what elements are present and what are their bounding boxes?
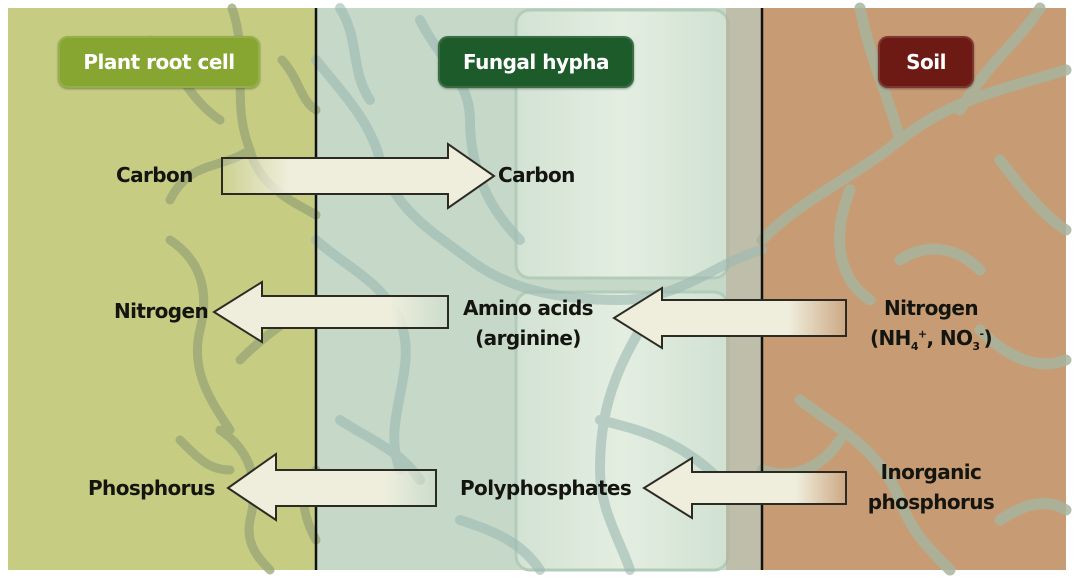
formula-mid: , NO [927, 326, 973, 350]
amino-acids-line1: Amino acids [450, 293, 606, 323]
soil-nitrogen-label: Nitrogen (NH4+, NO3-) [856, 293, 1006, 353]
plant-carbon-label: Carbon [116, 160, 193, 190]
soil-header: Soil [878, 36, 974, 88]
plant-phosphorus-label: Phosphorus [88, 473, 215, 503]
formula-open: (NH [870, 326, 911, 350]
amino-acids-label: Amino acids (arginine) [450, 293, 606, 353]
plant-root-cell-header: Plant root cell [58, 36, 260, 88]
fungal-hypha-title: Fungal hypha [463, 50, 609, 74]
polyphosphates-label: Polyphosphates [460, 473, 631, 503]
plant-root-cell-title: Plant root cell [83, 50, 234, 74]
soil-title: Soil [906, 50, 946, 74]
amino-acids-line2: (arginine) [450, 323, 606, 353]
formula-sup1: + [918, 327, 927, 340]
formula-sub1: 4 [911, 340, 918, 353]
soil-nitrogen-line1: Nitrogen [856, 293, 1006, 323]
inorganic-phosphorus-label: Inorganic phosphorus [852, 457, 1010, 517]
inorganic-phosphorus-line1: Inorganic [852, 457, 1010, 487]
formula-sub2: 3 [972, 340, 979, 353]
fungal-hypha-header: Fungal hypha [438, 36, 634, 88]
inorganic-phosphorus-line2: phosphorus [852, 487, 1010, 517]
plant-nitrogen-label: Nitrogen [114, 296, 208, 326]
formula-close: ) [983, 326, 992, 350]
soil-nitrogen-formula: (NH4+, NO3-) [856, 323, 1006, 353]
hypha-carbon-label: Carbon [498, 160, 575, 190]
